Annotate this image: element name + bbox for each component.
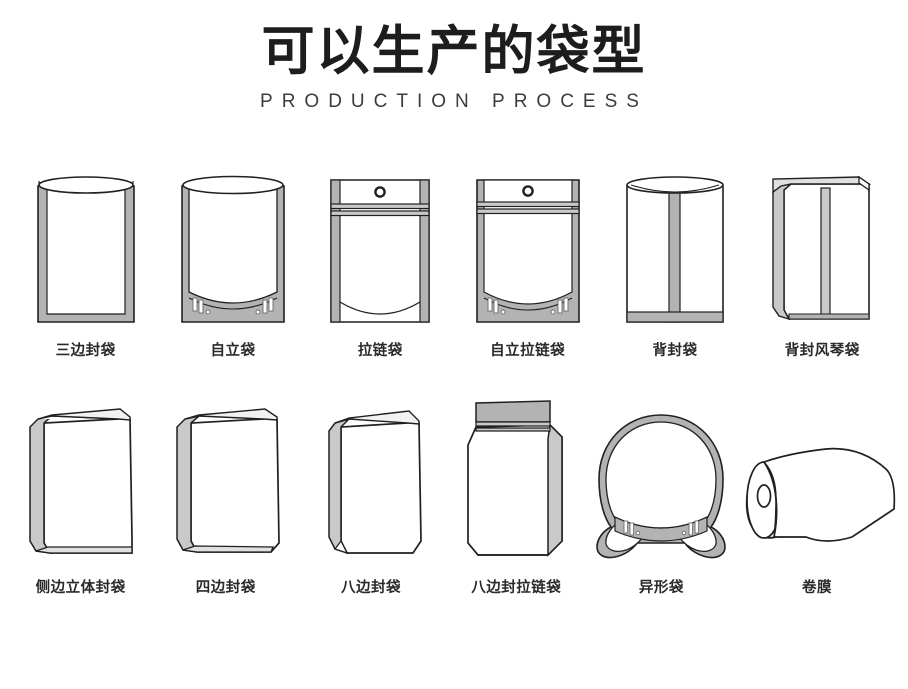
bag-artwork bbox=[34, 166, 138, 326]
bag-item-zipper-bag[interactable]: 拉链袋 bbox=[307, 155, 454, 360]
bag-label: 背封袋 bbox=[652, 343, 698, 359]
bag-label: 卷膜 bbox=[802, 580, 833, 596]
bag-item-back-seal-gusset-bag[interactable]: 背封风琴袋 bbox=[749, 155, 896, 360]
back-seal-bag-icon bbox=[626, 176, 724, 323]
bag-label: 异形袋 bbox=[638, 580, 684, 596]
bag-item-roll-film[interactable]: 卷膜 bbox=[734, 382, 900, 597]
bag-label: 八边封拉链袋 bbox=[471, 580, 562, 596]
bag-artwork bbox=[458, 391, 574, 563]
bag-item-eight-side-seal-bag[interactable]: 八边封袋 bbox=[298, 382, 443, 597]
bag-artwork bbox=[767, 166, 877, 326]
stand-up-zipper-pouch-icon bbox=[475, 179, 580, 323]
page-title: 可以生产的袋型 bbox=[261, 21, 647, 82]
poster-header: 可以生产的袋型 PRODUCTION PROCESS bbox=[0, 22, 908, 113]
bag-artwork bbox=[167, 391, 285, 563]
four-side-seal-bag-icon bbox=[176, 408, 280, 553]
bag-artwork bbox=[474, 166, 582, 326]
bag-item-four-side-seal-bag[interactable]: 四边封袋 bbox=[153, 382, 298, 597]
bag-types-row-1: 三边封袋 bbox=[0, 155, 908, 360]
bag-item-shaped-bag[interactable]: 异形袋 bbox=[589, 382, 734, 597]
stand-up-pouch-icon bbox=[181, 175, 285, 323]
bag-label: 八边封袋 bbox=[341, 580, 401, 596]
bag-item-stand-up-zipper-pouch[interactable]: 自立拉链袋 bbox=[454, 155, 601, 360]
bag-types-grid: 三边封袋 bbox=[0, 155, 908, 597]
shaped-bag-icon bbox=[596, 414, 727, 559]
bag-artwork bbox=[734, 391, 900, 563]
bag-item-back-seal-bag[interactable]: 背封袋 bbox=[601, 155, 748, 360]
three-side-seal-bag-icon bbox=[36, 176, 135, 323]
bag-types-row-2: 侧边立体封袋 四边封袋 bbox=[0, 382, 908, 597]
bag-item-stand-up-pouch[interactable]: 自立袋 bbox=[159, 155, 306, 360]
back-seal-gusset-bag-icon bbox=[772, 175, 872, 321]
bag-artwork bbox=[177, 166, 289, 326]
bag-label: 自立拉链袋 bbox=[490, 343, 566, 359]
bag-artwork bbox=[22, 391, 140, 563]
bag-item-three-side-seal[interactable]: 三边封袋 bbox=[12, 155, 159, 360]
bag-item-eight-side-seal-zipper-bag[interactable]: 八边封拉链袋 bbox=[444, 382, 589, 597]
page-subtitle: PRODUCTION PROCESS bbox=[260, 91, 648, 113]
bag-label: 自立袋 bbox=[210, 343, 256, 359]
bag-label: 四边封袋 bbox=[195, 580, 256, 596]
bag-label: 三边封袋 bbox=[55, 343, 116, 359]
bag-artwork bbox=[591, 391, 731, 563]
side-gusset-bag-icon bbox=[28, 408, 133, 554]
bag-artwork bbox=[622, 166, 728, 326]
eight-side-seal-zipper-bag-icon bbox=[467, 400, 564, 557]
bag-label: 拉链袋 bbox=[357, 343, 403, 359]
bag-label: 侧边立体封袋 bbox=[35, 580, 126, 596]
roll-film-icon bbox=[745, 447, 896, 542]
zipper-bag-icon bbox=[330, 179, 431, 323]
bag-artwork bbox=[328, 166, 432, 326]
bag-artwork bbox=[315, 391, 427, 563]
eight-side-seal-bag-icon bbox=[328, 410, 422, 555]
bag-item-side-gusset-bag[interactable]: 侧边立体封袋 bbox=[8, 382, 153, 597]
bag-label: 背封风琴袋 bbox=[784, 343, 860, 359]
